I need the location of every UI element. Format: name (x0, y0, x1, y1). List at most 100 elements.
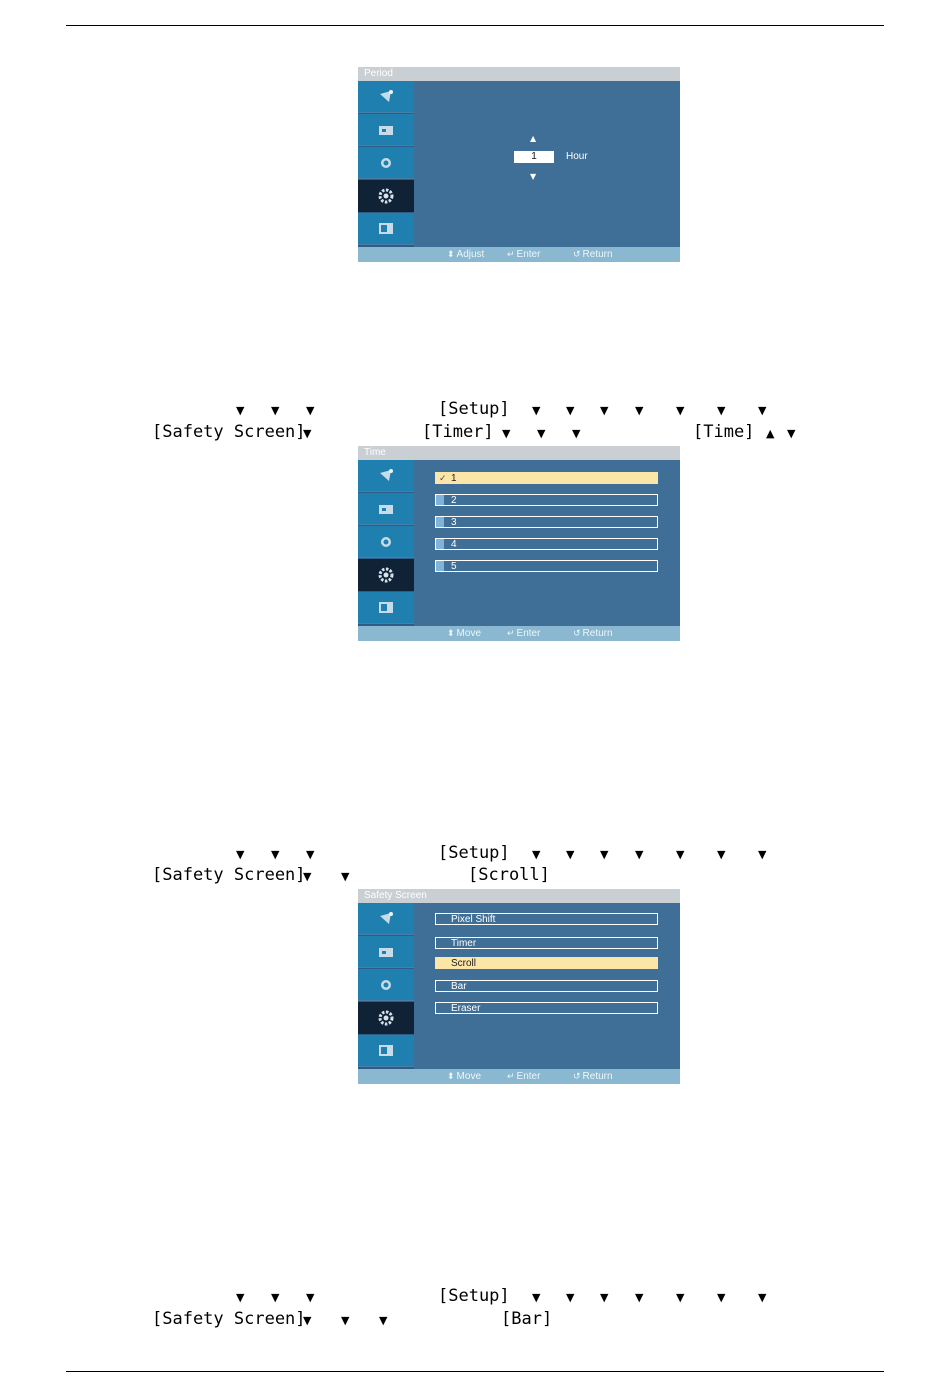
picture-icon (379, 947, 393, 957)
osd-period-screen: Period ▲ 1 Hour ▼ ⬍Adjust ↵Enter ↺Return (358, 67, 680, 262)
footer-enter: Enter (516, 1071, 541, 1082)
down-triangle-icon: ▼ (532, 404, 541, 417)
footer-move: Move (456, 628, 481, 639)
footer-return: Return (582, 249, 613, 260)
instr-time: [Time] (693, 422, 755, 442)
up-down-icon: ⬍ (447, 249, 455, 259)
down-triangle-icon: ▼ (303, 870, 312, 883)
down-triangle-icon: ▼ (306, 404, 315, 417)
time-option-5[interactable]: 5 (435, 560, 658, 572)
time-option-4[interactable]: 4 (435, 538, 658, 550)
down-triangle-icon: ▼ (566, 1291, 575, 1304)
osd-title: Safety Screen (358, 889, 680, 903)
footer-move: Move (456, 1071, 481, 1082)
sidebar-item-multi[interactable] (358, 213, 414, 245)
return-icon: ↺ (573, 249, 581, 259)
sidebar-item-input[interactable] (358, 81, 414, 113)
enter-icon: ↵ (507, 1071, 515, 1081)
safety-option-bar[interactable]: Bar (435, 980, 658, 992)
antenna-icon (380, 911, 393, 924)
period-value-field[interactable]: 1 (514, 151, 554, 163)
sidebar-item-setup[interactable] (358, 1002, 414, 1034)
down-triangle-icon: ▼ (758, 848, 767, 861)
down-triangle-icon: ▼ (717, 404, 726, 417)
osd-title: Period (358, 67, 680, 81)
osd-title: Time (358, 446, 680, 460)
safety-option-pixel-shift[interactable]: Pixel Shift (435, 913, 658, 925)
down-triangle-icon: ▼ (532, 848, 541, 861)
instr-timer: [Timer] (422, 422, 494, 442)
sidebar-item-picture[interactable] (358, 493, 414, 525)
instr-safety-screen: [Safety Screen] (152, 422, 306, 442)
safety-option-timer[interactable]: Timer (435, 937, 658, 949)
antenna-icon (380, 468, 393, 481)
safety-option-eraser[interactable]: Eraser (435, 1002, 658, 1014)
sound-icon (381, 157, 391, 168)
down-triangle-icon: ▼ (717, 1291, 726, 1304)
down-triangle-icon: ▼ (236, 1291, 245, 1304)
multi-screen-icon (379, 1044, 393, 1056)
down-triangle-icon: ▼ (676, 1291, 685, 1304)
down-triangle-icon: ▼ (758, 404, 767, 417)
instr-setup: [Setup] (438, 399, 510, 419)
down-triangle-icon: ▼ (600, 404, 609, 417)
down-triangle-icon: ▼ (502, 427, 511, 440)
picture-icon (379, 504, 393, 514)
down-triangle-icon: ▼ (271, 848, 280, 861)
down-triangle-icon: ▼ (271, 404, 280, 417)
instr-setup: [Setup] (438, 843, 510, 863)
antenna-icon (380, 89, 393, 102)
time-option-1[interactable]: ✓ 1 (435, 472, 658, 484)
down-triangle-icon: ▼ (600, 1291, 609, 1304)
sidebar-item-setup[interactable] (358, 559, 414, 591)
down-triangle-icon[interactable]: ▼ (530, 172, 537, 181)
sidebar-item-sound[interactable] (358, 969, 414, 1001)
osd-footer: ⬍Adjust ↵Enter ↺Return (358, 247, 680, 262)
enter-icon: ↵ (507, 628, 515, 638)
sidebar-item-input[interactable] (358, 460, 414, 492)
return-icon: ↺ (573, 1071, 581, 1081)
safety-option-scroll[interactable]: Scroll (435, 957, 658, 969)
time-option-3[interactable]: 3 (435, 516, 658, 528)
footer-return: Return (582, 628, 613, 639)
sidebar-item-setup[interactable] (358, 180, 414, 212)
time-option-2[interactable]: 2 (435, 494, 658, 506)
instr-safety-screen: [Safety Screen] (152, 865, 306, 885)
up-down-icon: ⬍ (447, 628, 455, 638)
gear-icon (378, 188, 394, 203)
down-triangle-icon: ▼ (676, 404, 685, 417)
down-triangle-icon: ▼ (758, 1291, 767, 1304)
up-triangle-icon[interactable]: ▲ (530, 134, 537, 143)
osd-sidebar (358, 903, 414, 1069)
down-triangle-icon: ▼ (271, 1291, 280, 1304)
down-triangle-icon: ▼ (635, 404, 644, 417)
footer-return: Return (582, 1071, 613, 1082)
sidebar-item-sound[interactable] (358, 147, 414, 179)
bottom-rule (66, 1371, 884, 1372)
top-rule (66, 25, 884, 26)
down-triangle-icon: ▼ (379, 1314, 388, 1327)
down-triangle-icon: ▼ (303, 1314, 312, 1327)
down-triangle-icon: ▼ (566, 404, 575, 417)
sidebar-item-multi[interactable] (358, 592, 414, 624)
footer-enter: Enter (516, 249, 541, 260)
sidebar-item-sound[interactable] (358, 526, 414, 558)
down-triangle-icon: ▼ (787, 427, 796, 440)
instr-safety-screen: [Safety Screen] (152, 1309, 306, 1329)
osd-sidebar (358, 81, 414, 247)
footer-enter: Enter (516, 628, 541, 639)
down-triangle-icon: ▼ (537, 427, 546, 440)
down-triangle-icon: ▼ (566, 848, 575, 861)
down-triangle-icon: ▼ (635, 1291, 644, 1304)
sidebar-item-multi[interactable] (358, 1035, 414, 1067)
picture-icon (379, 125, 393, 135)
down-triangle-icon: ▼ (236, 404, 245, 417)
sidebar-item-input[interactable] (358, 903, 414, 935)
gear-icon (378, 1010, 394, 1025)
down-triangle-icon: ▼ (306, 848, 315, 861)
osd-sidebar (358, 460, 414, 626)
down-triangle-icon: ▼ (532, 1291, 541, 1304)
sidebar-item-picture[interactable] (358, 114, 414, 146)
enter-icon: ↵ (507, 249, 515, 259)
sidebar-item-picture[interactable] (358, 936, 414, 968)
